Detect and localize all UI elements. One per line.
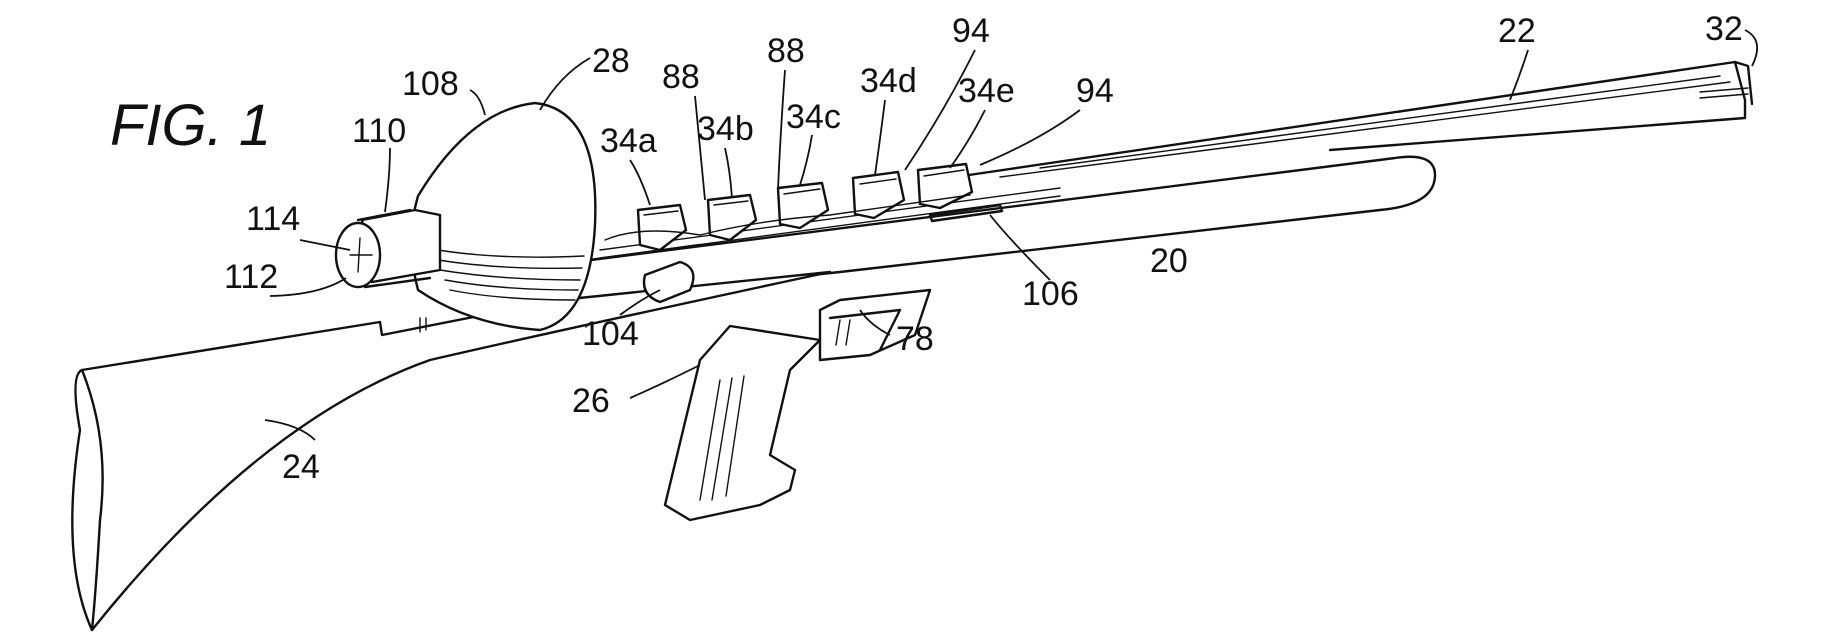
label-22: 22 bbox=[1498, 12, 1536, 50]
label-24: 24 bbox=[282, 448, 320, 486]
label-114: 114 bbox=[246, 200, 300, 238]
label-20: 20 bbox=[1150, 242, 1188, 280]
label-34d: 34d bbox=[860, 62, 917, 100]
label-110: 110 bbox=[352, 112, 406, 150]
label-32: 32 bbox=[1705, 10, 1743, 48]
figure-title: FIG. 1 bbox=[110, 93, 271, 158]
leader-lines bbox=[264, 29, 1759, 441]
label-112: 112 bbox=[224, 258, 278, 296]
label-104: 104 bbox=[582, 315, 639, 353]
label-88-left: 88 bbox=[662, 58, 700, 96]
receiver-body bbox=[573, 155, 1437, 290]
label-88-right: 88 bbox=[767, 32, 805, 70]
butt-stock bbox=[71, 270, 832, 632]
label-108: 108 bbox=[402, 65, 459, 103]
label-34b: 34b bbox=[697, 110, 754, 148]
label-106: 106 bbox=[1022, 275, 1079, 313]
label-34c: 34c bbox=[786, 98, 841, 136]
buttons-row bbox=[604, 162, 974, 252]
label-34a: 34a bbox=[600, 122, 657, 160]
label-94-right: 94 bbox=[1076, 72, 1114, 110]
button-34a bbox=[636, 203, 688, 252]
barrel bbox=[933, 60, 1754, 182]
label-94-top: 94 bbox=[952, 12, 990, 50]
button-34c bbox=[776, 181, 830, 230]
label-78: 78 bbox=[896, 320, 934, 358]
pistol-grip bbox=[663, 324, 822, 522]
cone-reflector bbox=[410, 101, 597, 332]
label-26: 26 bbox=[572, 382, 610, 420]
label-34e: 34e bbox=[958, 72, 1015, 110]
button-34b bbox=[706, 193, 758, 242]
reference-labels: 22 32 20 24 26 28 34a 34b 34c 34d 34e 78… bbox=[224, 10, 1743, 486]
eyepiece-cylinder bbox=[334, 208, 442, 289]
label-28: 28 bbox=[592, 42, 630, 80]
